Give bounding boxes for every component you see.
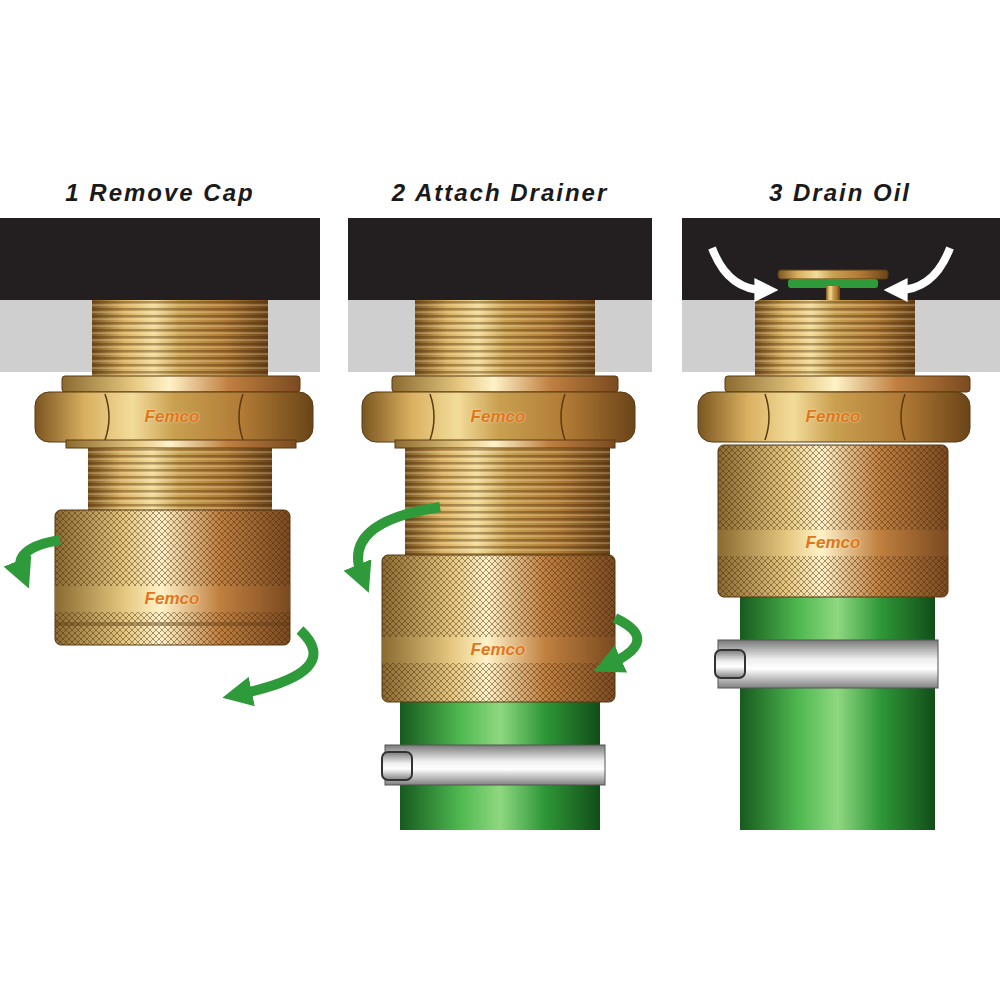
panel-title: 3 Drain Oil [769, 179, 911, 207]
brand-mark: Femco [806, 533, 861, 553]
panel-title: 1 Remove Cap [65, 179, 254, 207]
brand-mark: Femco [806, 407, 861, 427]
panel-remove-cap [0, 218, 320, 694]
brand-mark: Femco [471, 407, 526, 427]
brand-mark: Femco [145, 407, 200, 427]
panel-title: 2 Attach Drainer [392, 179, 609, 207]
panel-attach-drainer [348, 218, 652, 830]
panel-drain-oil [682, 218, 1000, 830]
brand-mark: Femco [471, 640, 526, 660]
brand-mark: Femco [145, 589, 200, 609]
